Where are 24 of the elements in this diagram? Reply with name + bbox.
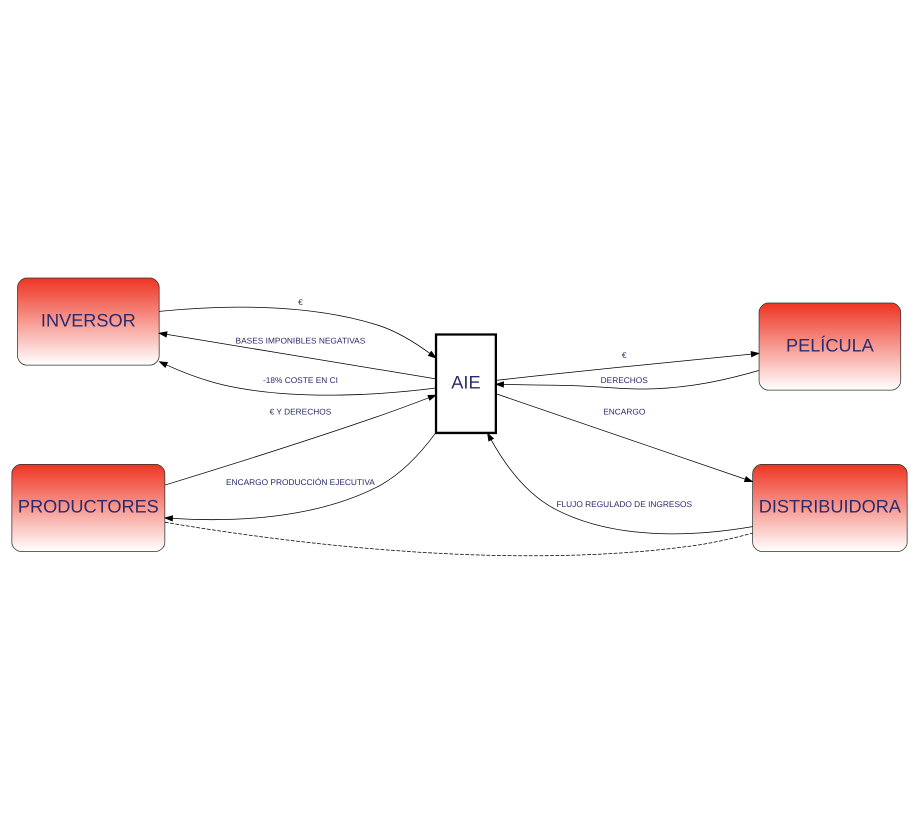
edge-label: € [298,296,303,307]
edge-label: ENCARGO PRODUCCIÓN EJECUTIVA [226,477,375,488]
edge-label: -18% COSTE EN CI [262,374,338,385]
arrow [494,370,760,390]
arrow [496,350,760,381]
arrow [164,394,437,486]
edge-label: DERECHOS [600,374,648,385]
edge-label: FLUJO REGULADO DE INGRESOS [556,499,692,510]
arrow [158,306,437,359]
arrow [496,393,754,482]
node-box: PRODUCTORES [11,464,166,552]
edge-label: € Y DERECHOS [270,406,332,417]
edge-label: BASES IMPONIBLES NEGATIVAS [236,335,366,346]
arrow [487,432,753,534]
node-box: DISTRIBUIDORA [752,464,908,552]
arrow [158,331,436,380]
node-box: PELÍCULA [758,302,902,391]
connector [164,522,753,556]
edge-label: ENCARGO [603,406,646,417]
arrow [158,361,436,396]
node-box: AIE [434,333,497,434]
arrow [164,432,436,522]
edge-label: € [622,350,627,360]
node-box: INVERSOR [17,278,160,366]
